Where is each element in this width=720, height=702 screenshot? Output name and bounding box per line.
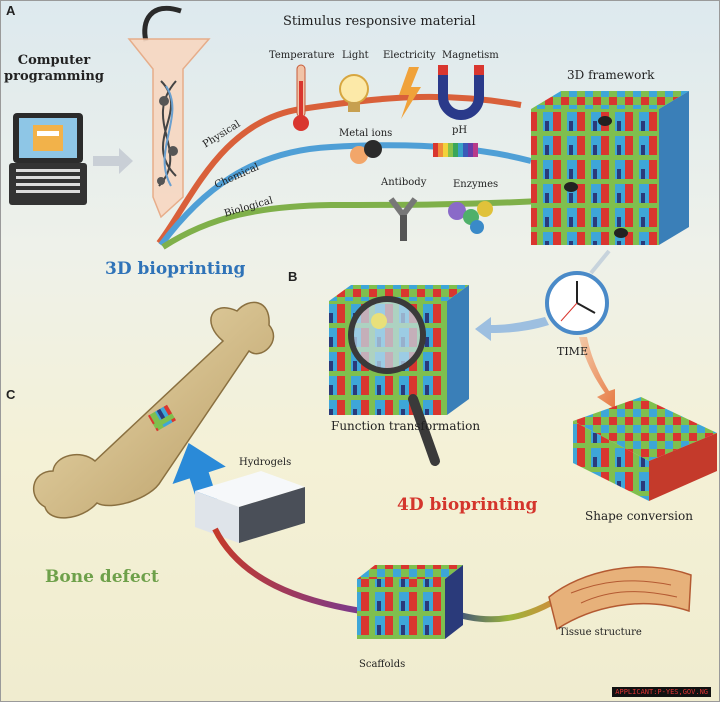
magnetism-label: Magnetism <box>442 50 499 61</box>
scaffold-block <box>357 565 463 639</box>
panel-label-b: B <box>288 269 298 284</box>
shape-conversion-label: Shape conversion <box>585 509 693 523</box>
3d-bioprinting-title: 3D bioprinting <box>105 259 246 279</box>
ph-label: pH <box>452 125 468 136</box>
hydrogel-block <box>195 471 305 543</box>
function-transformation-label: Function transformation <box>331 419 481 433</box>
bone-icon <box>32 301 275 519</box>
tissue-structure-label: Tissue structure <box>559 627 642 638</box>
tissue-structure-shape <box>548 566 692 631</box>
metal-ions-icon <box>350 140 382 164</box>
bone-defect-title: Bone defect <box>45 567 159 587</box>
scaffolds-label: Scaffolds <box>359 659 406 670</box>
light-bulb-icon <box>339 74 369 112</box>
antibody-icon <box>388 197 418 241</box>
biological-line <box>161 198 542 250</box>
scaffold-to-hydrogel-curve <box>212 527 362 614</box>
panel-label-a: A <box>6 3 16 18</box>
arrow-to-printer <box>93 148 133 174</box>
thermometer-icon <box>293 64 309 131</box>
computer-icon <box>9 113 87 205</box>
magnifier-icon <box>348 296 440 466</box>
arrow-to-shape <box>579 337 615 409</box>
printer-nozzle-icon <box>127 5 211 219</box>
bone-defect-implant <box>147 404 177 432</box>
4d-bioprinting-title: 4D bioprinting <box>397 495 538 515</box>
clock-icon <box>545 271 609 335</box>
enzymes-icon <box>448 201 493 234</box>
temperature-label: Temperature <box>269 50 335 61</box>
light-label: Light <box>342 50 369 61</box>
metal-ions-label: Metal ions <box>339 128 393 139</box>
time-label: TIME <box>557 345 588 358</box>
panel-label-c: C <box>6 387 16 402</box>
ph-strip-icon <box>433 143 478 157</box>
3d-framework-label: 3D framework <box>567 68 655 82</box>
enzymes-label: Enzymes <box>453 179 499 190</box>
magnet-icon <box>438 65 484 120</box>
watermark: APPLICANT:P-YES,GOV.NG <box>612 687 711 697</box>
lightning-icon <box>399 67 421 119</box>
stimulus-title: Stimulus responsive material <box>283 14 476 29</box>
computer-programming-label: Computer programming <box>4 53 104 84</box>
shape-conversion-block <box>573 397 717 501</box>
hydrogels-label: Hydrogels <box>239 457 292 468</box>
arrow-to-function <box>475 317 549 341</box>
electricity-label: Electricity <box>383 50 436 61</box>
3d-framework-cube <box>531 91 689 245</box>
antibody-label: Antibody <box>381 177 427 188</box>
